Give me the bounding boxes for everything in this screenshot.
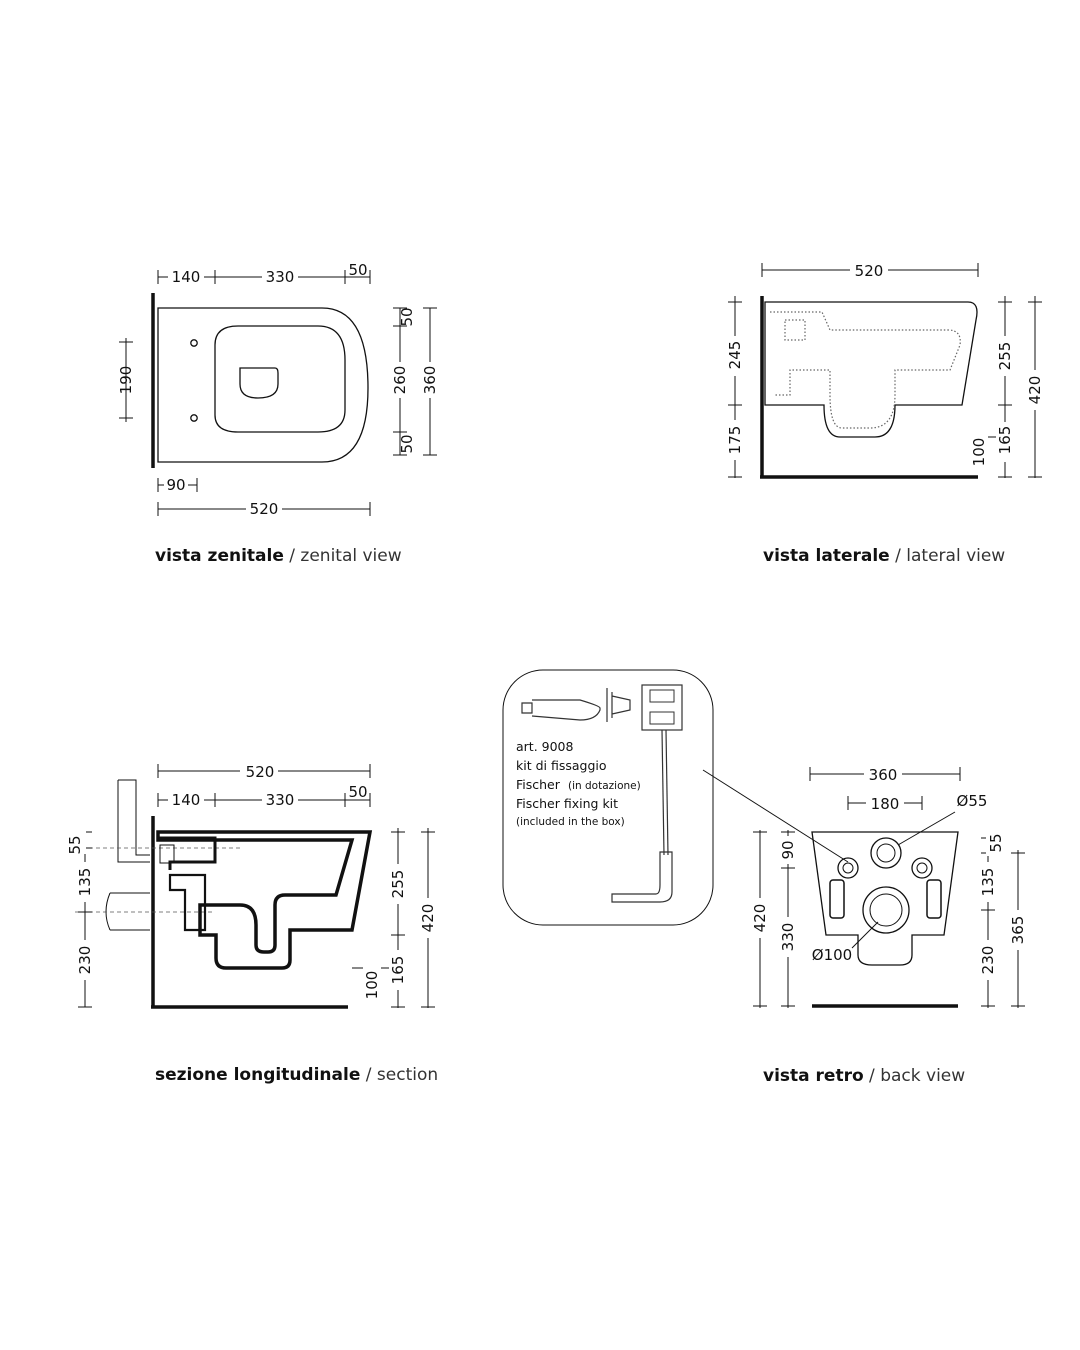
kit-name-en: Fischer fixing kit: [516, 796, 618, 811]
back-outline: [811, 831, 959, 966]
dim-140: 140: [172, 791, 201, 809]
dim-165: 165: [389, 956, 407, 985]
dim-360: 360: [421, 366, 439, 395]
fixing-hole: [190, 339, 198, 347]
caption-section: sezione longitudinale / section: [155, 1065, 438, 1085]
dim-50: 50: [348, 783, 367, 801]
caption-section-it: sezione longitudinale: [155, 1065, 361, 1085]
dim-365: 365: [1009, 916, 1027, 945]
dim-d100: Ø100: [812, 946, 852, 964]
bowl-section: [156, 830, 373, 970]
inner-hidden: [770, 311, 961, 429]
kit-name-it: kit di fissaggio: [516, 758, 607, 773]
dim-420: 420: [419, 904, 437, 933]
bowl-inner: [214, 325, 346, 433]
dim-100: 100: [970, 438, 988, 467]
caption-separator: /: [889, 546, 907, 566]
lateral-view: 520 245 175 255 420 100 165: [726, 261, 1044, 479]
kit-included-it: (in dotazione): [568, 780, 641, 792]
dim-55: 55: [66, 835, 84, 854]
caption-back-en: back view: [880, 1066, 966, 1086]
drain-pipe: [110, 892, 150, 931]
zenital-view: 140 330 50 190 90 520 50 260 50 360: [117, 261, 439, 518]
back-view: 360 180 Ø55 420 90 330 Ø100: [751, 765, 1027, 1008]
dim-520: 520: [246, 763, 275, 781]
kit-brand: Fischer: [516, 777, 561, 792]
wall-plug-icon: [521, 699, 601, 721]
dim-360: 360: [869, 766, 898, 784]
dim-420: 420: [751, 904, 769, 933]
kit-included-en: (included in the box): [516, 816, 625, 828]
caption-zenital: vista zenitale / zenital view: [155, 546, 402, 566]
caption-zenital-en: zenital view: [300, 546, 402, 566]
caption-back-it: vista retro: [763, 1066, 864, 1086]
kit-art: art. 9008: [516, 739, 574, 754]
dim-230: 230: [979, 946, 997, 975]
bolt-icon: [611, 851, 673, 903]
dim-175: 175: [726, 426, 744, 455]
fixing-hole: [190, 414, 198, 422]
dim-165: 165: [996, 426, 1014, 455]
dim-50-bottom: 50: [398, 434, 416, 453]
dim-90: 90: [779, 840, 797, 859]
leader-line: [702, 769, 849, 863]
caption-separator: /: [360, 1065, 377, 1085]
dim-245: 245: [726, 341, 744, 370]
threaded-rod: [661, 729, 665, 856]
dim-520: 520: [250, 500, 279, 518]
dim-d55: Ø55: [957, 792, 988, 810]
dim-140: 140: [172, 268, 201, 286]
dim-330: 330: [779, 923, 797, 952]
caption-section-en: section: [376, 1065, 439, 1085]
caption-lateral-it: vista laterale: [763, 546, 890, 566]
dim-90: 90: [166, 476, 185, 494]
caption-lateral: vista laterale / lateral view: [763, 546, 1005, 566]
bracket-icon: [606, 688, 631, 722]
water-inlet: [870, 837, 902, 869]
dim-135: 135: [979, 868, 997, 897]
dim-520: 520: [855, 262, 884, 280]
dim-190: 190: [117, 366, 135, 395]
bowl-outline: [157, 307, 369, 463]
dim-100: 100: [363, 971, 381, 1000]
dim-330: 330: [266, 268, 295, 286]
dim-50-top: 50: [398, 307, 416, 326]
caption-separator: /: [283, 546, 301, 566]
dim-50: 50: [348, 261, 367, 279]
dim-180: 180: [871, 795, 900, 813]
water-pipe: [118, 779, 150, 856]
dim-230: 230: [76, 946, 94, 975]
caption-lateral-en: lateral view: [906, 546, 1006, 566]
dim-135: 135: [76, 868, 94, 897]
dim-260: 260: [391, 366, 409, 395]
caption-back: vista retro / back view: [763, 1066, 965, 1086]
caption-zenital-it: vista zenitale: [155, 546, 284, 566]
dim-255: 255: [996, 342, 1014, 371]
caption-separator: /: [863, 1066, 881, 1086]
rim-section: [158, 836, 217, 870]
bowl-profile: [764, 301, 978, 438]
dim-330: 330: [266, 791, 295, 809]
kit-frame: [502, 669, 714, 926]
fixing-kit-box: art. 9008 kit di fissaggio Fischer (in d…: [502, 669, 849, 926]
section-view: 520 140 330 50 55 135 230: [66, 762, 437, 1009]
drain-outlet: [862, 886, 910, 934]
dim-420: 420: [1026, 376, 1044, 405]
dim-255: 255: [389, 870, 407, 899]
dim-55: 55: [987, 833, 1005, 852]
drain: [239, 367, 279, 399]
